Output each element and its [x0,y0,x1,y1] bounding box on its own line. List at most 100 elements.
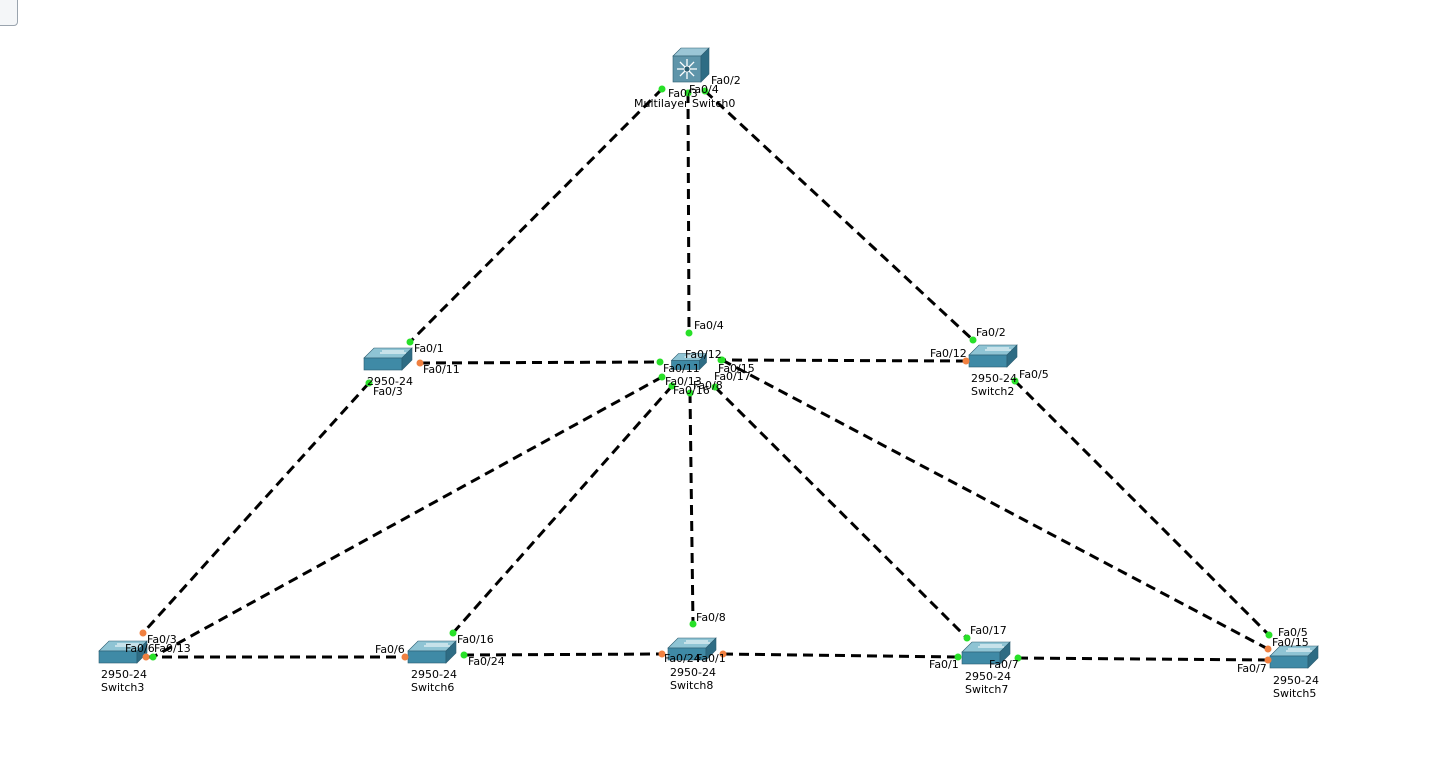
port-status-up [1014,654,1022,662]
port-status-blocking [1264,645,1272,653]
switch-icon [98,640,148,664]
port-status-up [686,389,694,397]
link-sw_center-sw8[interactable] [688,392,695,625]
port-status-up [658,373,666,381]
device-name-label: Switch3 [101,681,144,694]
device-name-label: Switch2 [971,385,1014,398]
port-status-up [149,653,157,661]
port-status-up [668,382,676,390]
port-label: Fa0/4 [689,83,719,96]
link-sw2-sw5[interactable] [1013,379,1271,637]
link-sw7-sw5[interactable] [1017,656,1269,662]
port-label: Fa0/6 [375,643,405,656]
port-label: Fa0/1 [696,652,726,665]
port-label: Fa0/15 [1272,636,1309,649]
link-sw1-sw_center[interactable] [419,360,661,365]
device-sw7[interactable] [961,641,1011,665]
port-status-up [954,653,962,661]
switch-icon [363,347,413,371]
device-sw2[interactable] [968,344,1018,368]
port-label: Fa0/7 [989,658,1019,671]
link-sw8-sw7[interactable] [722,652,959,659]
link-ms0-sw2[interactable] [703,89,975,342]
port-label: Fa0/6 [125,642,155,655]
port-status-blocking [962,357,970,365]
port-label: Fa0/1 [414,342,444,355]
switch-icon [1269,645,1319,669]
device-model-label: 2950-24 [367,375,413,388]
port-label: Fa0/5 [1019,368,1049,381]
device-name-label: Switch7 [965,683,1008,696]
device-sw8[interactable] [667,637,717,661]
switch-icon [968,344,1018,368]
port-status-up [701,87,709,95]
port-status-blocking [719,650,727,658]
device-model-label: 2950-24 [101,668,147,681]
port-label: Fa0/11 [663,362,700,375]
link-sw_center-sw7[interactable] [713,385,969,640]
port-label: Fa0/12 [685,348,722,361]
link-sw_center-sw3[interactable] [152,375,663,659]
port-status-blocking [142,653,150,661]
device-sw_center[interactable] [670,352,708,371]
devices-layer [98,47,1319,669]
port-status-blocking [658,650,666,658]
port-status-up [656,358,664,366]
port-label: Fa0/8 [693,379,723,392]
port-status-up [718,356,726,364]
device-model-label: 2950-24 [411,668,457,681]
link-sw_center-sw6[interactable] [451,385,674,634]
port-status-up [658,85,666,93]
port-label: Fa0/7 [1237,662,1267,675]
port-label: Fa0/11 [423,363,460,376]
device-model-label: 2950-24 [670,666,716,679]
port-label: Fa0/17 [714,370,751,383]
link-sw2-sw_center[interactable] [720,358,967,363]
port-status-up [449,629,457,637]
port-status-blocking [1264,656,1272,664]
port-label: Fa0/16 [457,633,494,646]
link-sw1-sw3[interactable] [141,381,371,635]
port-status-blocking [401,653,409,661]
port-status-up [460,651,468,659]
window-corner-tab[interactable] [0,0,18,26]
port-status-up [711,383,719,391]
port-label: Fa0/3 [373,385,403,398]
port-label: Fa0/5 [1278,626,1308,639]
port-label: Fa0/24 [664,652,701,665]
device-sw6[interactable] [407,640,457,664]
port-label: Fa0/13 [154,642,191,655]
switch-icon [407,640,457,664]
link-sw6-sw8[interactable] [463,652,663,657]
device-ms0[interactable] [672,47,710,83]
device-name-label: Multilayer Switch0 [634,97,735,110]
port-label: Fa0/1 [929,658,959,671]
link-ms0-sw_center[interactable] [686,92,691,334]
port-status-up [689,620,697,628]
port-label: Fa0/2 [711,74,741,87]
port-status-up [1011,377,1019,385]
link-sw_center-sw5[interactable] [721,358,1269,651]
port-status-up [365,379,373,387]
device-sw5[interactable] [1269,645,1319,669]
port-label: Fa0/4 [694,319,724,332]
device-model-label: 2950-24 [1273,674,1319,687]
port-label: Fa0/16 [673,384,710,397]
device-name-label: Switch8 [670,679,713,692]
device-sw3[interactable] [98,640,148,664]
port-status-up [684,89,692,97]
port-status-up [406,338,414,346]
device-sw1[interactable] [363,347,413,371]
port-label: Fa0/17 [970,624,1007,637]
port-label: Fa0/12 [930,347,967,360]
port-label: Fa0/3 [668,87,698,100]
ports-layer [139,85,1273,664]
link-ms0-sw1[interactable] [408,87,664,344]
device-name-label: Switch5 [1273,687,1316,700]
port-status-up [969,336,977,344]
port-status-blocking [139,629,147,637]
links-layer [141,87,1271,662]
port-status-blocking [416,359,424,367]
